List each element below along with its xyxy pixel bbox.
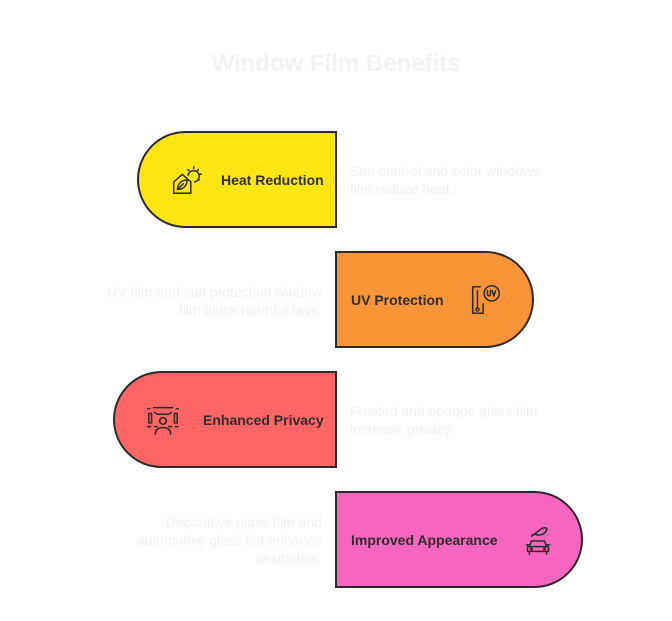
benefit-label: Improved Appearance (351, 531, 498, 548)
uv-thermometer-icon (466, 280, 506, 320)
benefit-uv-protection: UV Protection (335, 251, 534, 348)
benefit-label: Heat Reduction (221, 171, 324, 188)
sun-house-leaf-icon (167, 160, 207, 200)
benefit-description: UV film and sun protection window film b… (107, 284, 322, 318)
benefit-label: UV Protection (351, 291, 444, 308)
benefit-description: Sun control and solar windows film reduc… (350, 163, 540, 197)
benefit-enhanced-privacy: Enhanced Privacy (113, 371, 337, 468)
benefit-label: Enhanced Privacy (203, 411, 324, 428)
benefit-improved-appearance: Improved Appearance (335, 491, 583, 588)
diagram-title: Window Film Benefits (211, 50, 461, 77)
benefit-description: Decorative glass film and automotive gla… (136, 514, 322, 566)
privacy-person-icon (143, 400, 183, 440)
benefit-heat-reduction: Heat Reduction (137, 131, 337, 228)
car-leaf-icon (518, 520, 558, 560)
benefit-description: Frosted and opaque glass film increase p… (350, 403, 538, 437)
